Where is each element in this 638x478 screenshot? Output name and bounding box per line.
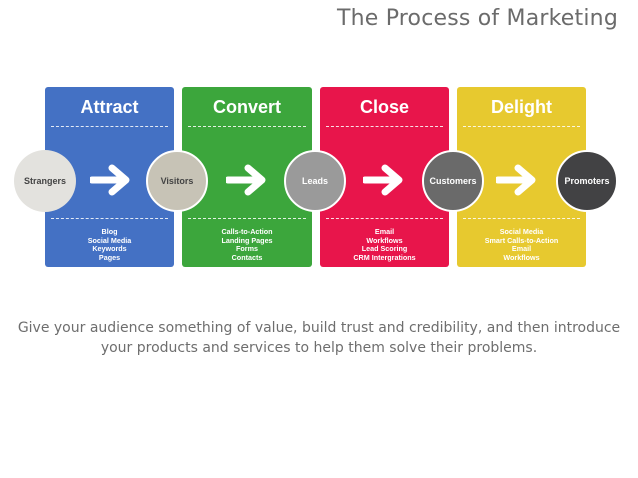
divider — [188, 218, 306, 219]
divider — [326, 218, 443, 219]
stage-title: Convert — [212, 97, 281, 117]
arrow-right-icon — [496, 164, 536, 196]
stage-items: Calls-to-Action Landing Pages Forms Cont… — [182, 227, 312, 262]
stage-item: Social Media — [87, 235, 132, 245]
tagline: Give your audience something of value, b… — [17, 320, 621, 356]
divider — [188, 126, 306, 127]
arrow-right-icon — [90, 164, 130, 196]
stage-item: Lead Scoring — [361, 244, 408, 254]
circle-customers: Customers — [422, 150, 484, 212]
page-title: The Process of Marketing — [336, 6, 618, 31]
divider — [463, 218, 580, 219]
stage-items: Social Media Smart Calls-to-Action Email… — [457, 227, 586, 262]
circle-visitors: Visitors — [146, 150, 208, 212]
stage-title: Attract — [80, 97, 139, 117]
stage-item: Keywords — [92, 244, 127, 254]
stage-item: Social Media — [499, 227, 544, 236]
divider — [463, 126, 580, 127]
stage-title: Close — [359, 97, 410, 117]
circle-leads: Leads — [284, 150, 346, 212]
stage-items: Email Workflows Lead Scoring CRM Intergr… — [320, 227, 449, 262]
stage-item: Forms — [236, 244, 258, 254]
stage-item: Pages — [98, 252, 121, 262]
divider — [51, 218, 168, 219]
stage-item: Landing Pages — [221, 235, 273, 245]
stage-item: Email — [511, 244, 532, 254]
arrow-right-icon — [226, 164, 266, 196]
arrow-right-icon — [363, 164, 403, 196]
stage-item: CRM Intergrations — [353, 252, 416, 262]
circle-strangers: Strangers — [14, 150, 76, 212]
stage-title: Delight — [491, 97, 552, 117]
stage-item: Workflows — [503, 252, 540, 262]
stage-items: Blog Social Media Keywords Pages — [45, 227, 174, 262]
stage-item: Smart Calls-to-Action — [484, 235, 559, 245]
circle-promoters: Promoters — [556, 150, 618, 212]
stage-item: Workflows — [366, 235, 403, 245]
divider — [51, 126, 168, 127]
stage-item: Calls-to-Action — [221, 227, 273, 236]
divider — [326, 126, 443, 127]
stage-item: Blog — [101, 227, 118, 236]
stage-item: Contacts — [231, 252, 263, 262]
stage-item: Email — [374, 227, 395, 236]
